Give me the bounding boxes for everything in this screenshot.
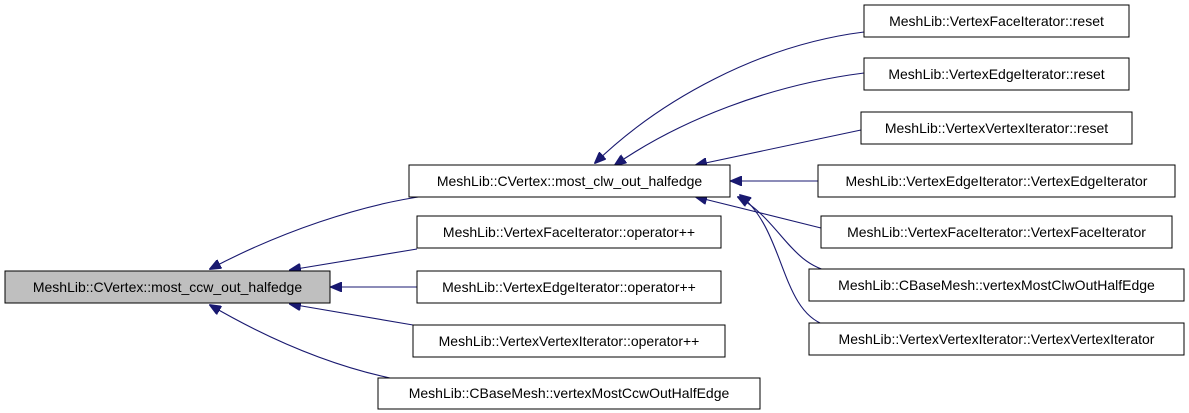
node-most-clw-out-halfedge[interactable]: MeshLib::CVertex::most_clw_out_halfedge (408, 164, 731, 198)
node-vei-constructor[interactable]: MeshLib::VertexEdgeIterator::VertexEdgeI… (817, 164, 1176, 198)
node-vvi-constructor[interactable]: MeshLib::VertexVertexIterator::VertexVer… (808, 322, 1185, 356)
nodes: MeshLib::CVertex::most_ccw_out_halfedge … (4, 4, 1185, 410)
node-label: MeshLib::VertexFaceIterator::VertexFaceI… (847, 224, 1146, 240)
node-vfi-operator-plus[interactable]: MeshLib::VertexFaceIterator::operator++ (416, 215, 722, 249)
node-label: MeshLib::VertexFaceIterator::operator++ (443, 224, 695, 240)
node-cbm-vertex-most-clw[interactable]: MeshLib::CBaseMesh::vertexMostClwOutHalf… (808, 268, 1185, 302)
node-vvi-operator-plus[interactable]: MeshLib::VertexVertexIterator::operator+… (412, 324, 726, 358)
edge-cbm-clw-to-clw (738, 197, 834, 273)
edge-clw-to-ccw (210, 195, 426, 269)
node-label: MeshLib::VertexVertexIterator::VertexVer… (839, 331, 1155, 347)
edge-cbm-ccw-to-ccw (210, 305, 391, 379)
node-label: MeshLib::CBaseMesh::vertexMostCcwOutHalf… (409, 385, 730, 401)
node-label: MeshLib::VertexEdgeIterator::reset (888, 66, 1104, 82)
node-vei-operator-plus[interactable]: MeshLib::VertexEdgeIterator::operator++ (416, 270, 722, 304)
node-vfi-constructor[interactable]: MeshLib::VertexFaceIterator::VertexFaceI… (820, 215, 1173, 249)
edge-vvi-ctor-to-clw (740, 195, 826, 326)
edge-vvi-op-to-ccw (290, 304, 414, 326)
node-label: MeshLib::CVertex::most_ccw_out_halfedge (33, 279, 302, 295)
node-label: MeshLib::CBaseMesh::vertexMostClwOutHalf… (838, 277, 1155, 293)
node-vei-reset[interactable]: MeshLib::VertexEdgeIterator::reset (863, 57, 1130, 91)
edge-vfi-ctor-to-clw (696, 197, 822, 229)
node-cbm-vertex-most-ccw[interactable]: MeshLib::CBaseMesh::vertexMostCcwOutHalf… (377, 377, 761, 410)
edge-vfi-reset-to-clw (595, 31, 865, 163)
edge-vfi-op-to-ccw (290, 248, 418, 270)
node-vvi-reset[interactable]: MeshLib::VertexVertexIterator::reset (860, 111, 1133, 145)
node-vfi-reset[interactable]: MeshLib::VertexFaceIterator::reset (863, 4, 1130, 38)
node-label: MeshLib::VertexEdgeIterator::VertexEdgeI… (846, 173, 1148, 189)
node-label: MeshLib::VertexFaceIterator::reset (889, 13, 1104, 29)
edges (210, 31, 865, 379)
node-label: MeshLib::CVertex::most_clw_out_halfedge (437, 173, 703, 189)
node-label: MeshLib::VertexVertexIterator::operator+… (439, 333, 700, 349)
edge-vvi-reset-to-clw (696, 129, 862, 165)
edge-vei-reset-to-clw (615, 72, 865, 165)
node-label: MeshLib::VertexVertexIterator::reset (885, 120, 1108, 136)
node-label: MeshLib::VertexEdgeIterator::operator++ (442, 279, 696, 295)
node-most-ccw-out-halfedge[interactable]: MeshLib::CVertex::most_ccw_out_halfedge (4, 270, 331, 304)
